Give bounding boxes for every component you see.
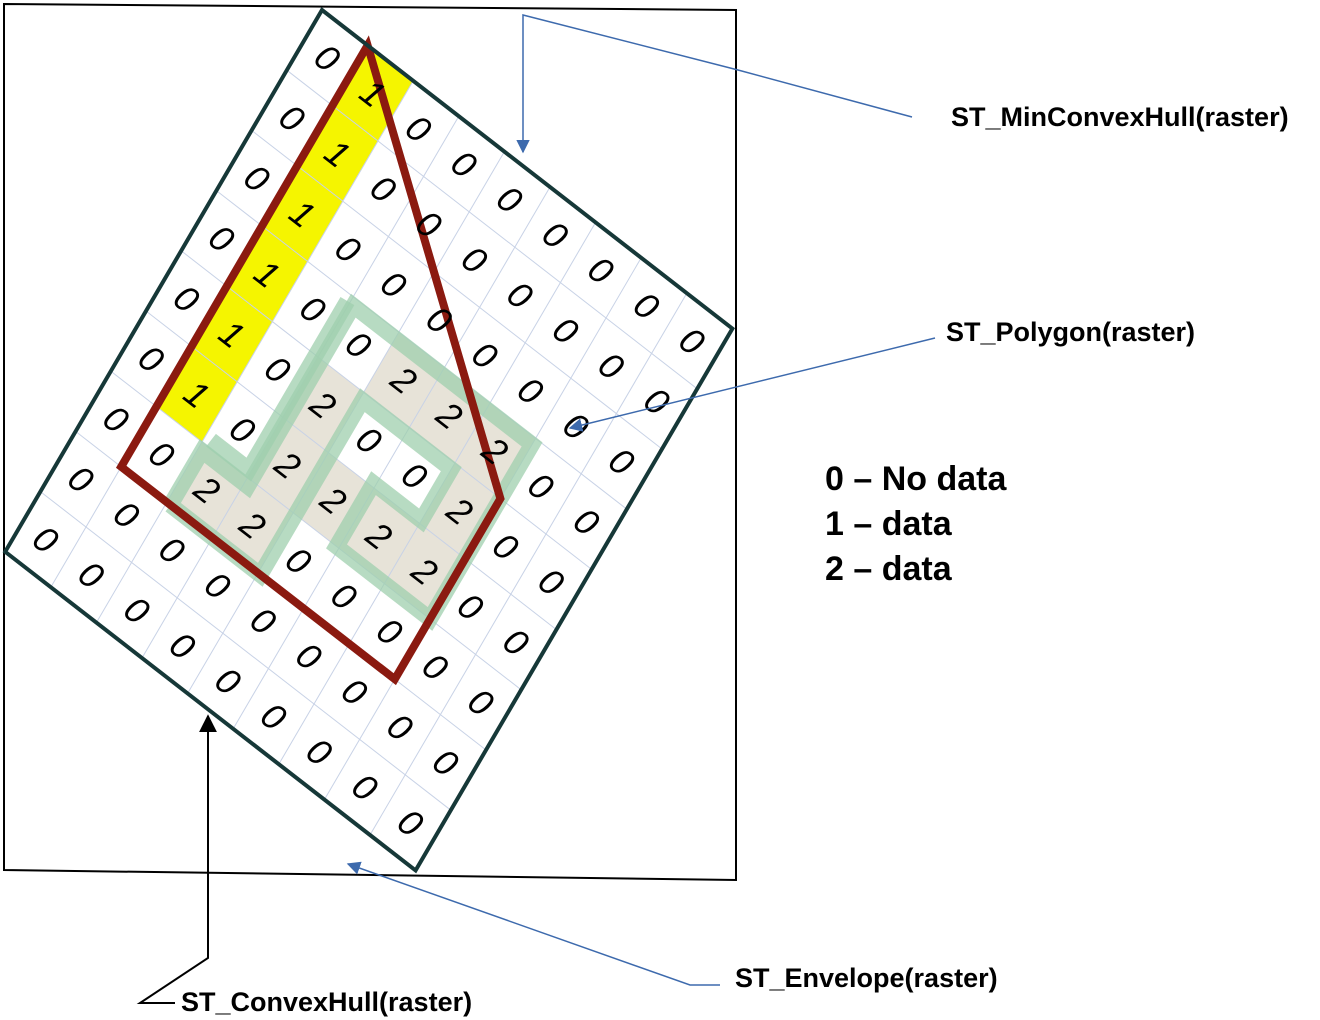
cell-fill-value-1 [332,45,414,141]
polygon-leader-line [568,337,936,432]
cell-value: 0 [141,432,182,477]
cell-fill-value-2 [293,452,374,549]
envelope-leader-line [346,861,720,986]
cell-fill-value-1 [297,105,378,202]
cell-fill-value-1 [191,286,273,382]
grid-line [145,310,557,630]
cell-value: 0 [243,598,284,643]
cell-value: 0 [166,276,207,321]
cell-value: 0 [672,319,713,364]
envelope-rectangle [3,2,737,882]
cell-value: 0 [510,368,551,413]
cell-value: 0 [591,343,632,388]
cell-value: 0 [236,156,277,201]
polygon-outline-highlight [163,293,543,631]
min-convex-hull-outline [115,35,505,686]
grid-line [110,370,522,691]
cell-value: 0 [197,563,238,608]
grid-line [40,491,452,811]
cell-value: 0 [520,464,561,509]
cell-value: 0 [299,729,340,774]
cell-value: 0 [390,800,431,845]
cell-value: 0 [545,308,586,353]
convex-hull-label: ST_ConvexHull(raster) [181,987,472,1017]
legend-item-2: 2 – data [825,550,953,588]
cell-value: 0 [253,694,294,739]
cell-value: 0 [566,499,607,544]
cell-value: 0 [25,517,66,562]
cell-value: 0 [415,644,456,689]
cell-fill-value-1 [226,226,308,322]
cell-value: 0 [460,680,501,725]
cell-fill-value-1 [156,346,238,442]
cell-value: 0 [71,552,112,597]
cell-value: 0 [208,659,249,704]
cell-value: 0 [152,528,193,573]
cell-value: 0 [116,588,157,633]
polygon-label: ST_Polygon(raster) [946,317,1195,347]
cell-value: 0 [500,273,541,318]
cell-value: 0 [626,283,667,328]
cell-value: 0 [328,227,369,272]
cell-value: 0 [394,453,435,498]
min-convex-hull-leader-line [516,14,913,154]
cell-value: 0 [369,609,410,654]
cell-value: 0 [636,379,677,424]
cell-value: 0 [601,439,642,484]
cell-value: 0 [201,216,242,261]
grid-line [95,80,414,623]
raster-grid: 0100000000100000000100000000100222000102… [2,7,736,874]
convex-hull-outline [2,7,736,874]
cell-fill-value-2 [247,417,329,513]
cell-value: 0 [496,620,537,665]
cell-value: 0 [363,166,404,211]
cell-value: 0 [489,177,530,222]
cell-value: 0 [288,634,329,679]
legend-item-0: 0 – No data [825,460,1007,498]
cell-value: 0 [272,96,313,141]
cell-value: 0 [464,333,505,378]
cell-value: 0 [162,623,203,668]
cell-value: 0 [106,492,147,537]
convex-hull-leader-line [136,714,217,1004]
cell-value: 0 [344,765,385,810]
cell-value: 0 [131,336,172,381]
envelope-label: ST_Envelope(raster) [735,963,998,993]
cell-value: 0 [307,35,348,80]
cell-value: 0 [425,740,466,785]
cell-value: 0 [485,524,526,569]
cell-value: 0 [535,212,576,257]
grid-line [232,186,551,730]
polygon-outline-highlight-left [206,297,355,482]
cell-value: 0 [531,559,572,604]
grid-line [286,69,698,390]
cell-value: 0 [334,669,375,714]
grid-line [251,130,663,450]
cell-value: 0 [398,106,439,151]
cell-value: 0 [580,248,621,293]
cell-value: 0 [60,457,101,502]
min-convex-hull-label: ST_MinConvexHull(raster) [951,102,1289,132]
cell-value: 0 [380,705,421,750]
cell-fill-value-2 [282,357,364,453]
cell-fill-value-1 [262,165,343,262]
cell-value: 0 [324,574,365,619]
grid-line [369,292,688,836]
cell-value: 0 [444,142,485,187]
cell-value: 0 [450,584,491,629]
cell-fill-value-2 [419,463,501,559]
cell-value: 0 [454,237,495,282]
cell-value: 0 [373,262,414,307]
legend-item-1: 1 – data [825,505,953,543]
cell-value: 0 [96,397,137,442]
